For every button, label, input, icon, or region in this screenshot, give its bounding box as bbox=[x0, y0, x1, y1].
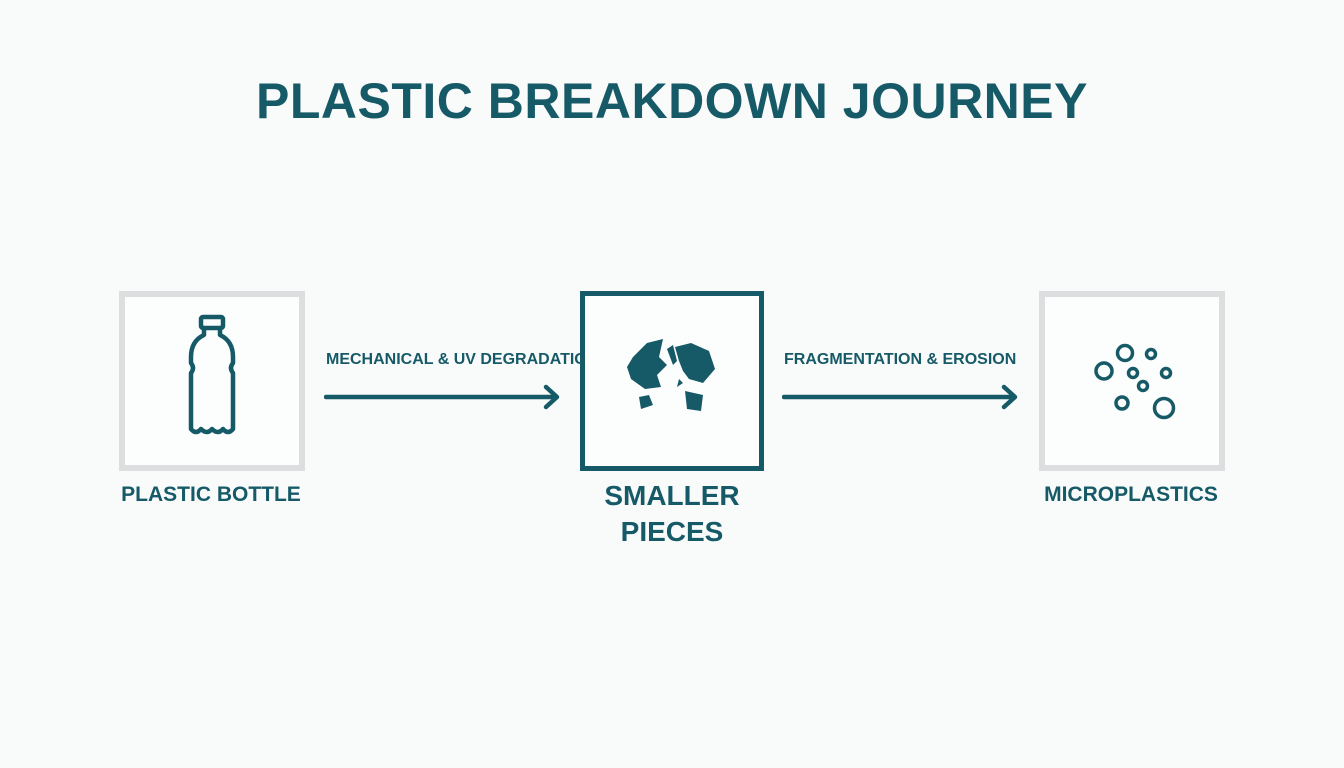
node-microplastics bbox=[1039, 291, 1225, 471]
bottle-icon bbox=[188, 314, 236, 435]
particles-icon bbox=[1094, 343, 1176, 420]
node-label-microplastics: MICROPLASTICS bbox=[1044, 483, 1218, 506]
node-plastic-bottle bbox=[119, 291, 305, 471]
edge-label-degradation: MECHANICAL & UV DEGRADATION bbox=[326, 351, 599, 368]
node-smaller-pieces bbox=[580, 291, 764, 471]
edge-label-fragmentation: FRAGMENTATION & EROSION bbox=[784, 351, 1017, 368]
diagram-title: PLASTIC BREAKDOWN JOURNEY bbox=[256, 73, 1088, 129]
node-label-smaller-pieces-line2: PIECES bbox=[620, 516, 724, 547]
node-label-plastic-bottle: PLASTIC BOTTLE bbox=[121, 483, 301, 506]
arrow-right-icon bbox=[782, 384, 1018, 410]
node-label-smaller-pieces-line1: SMALLER bbox=[604, 480, 740, 511]
fragments-icon bbox=[627, 339, 715, 411]
arrow-right-icon bbox=[324, 384, 560, 410]
